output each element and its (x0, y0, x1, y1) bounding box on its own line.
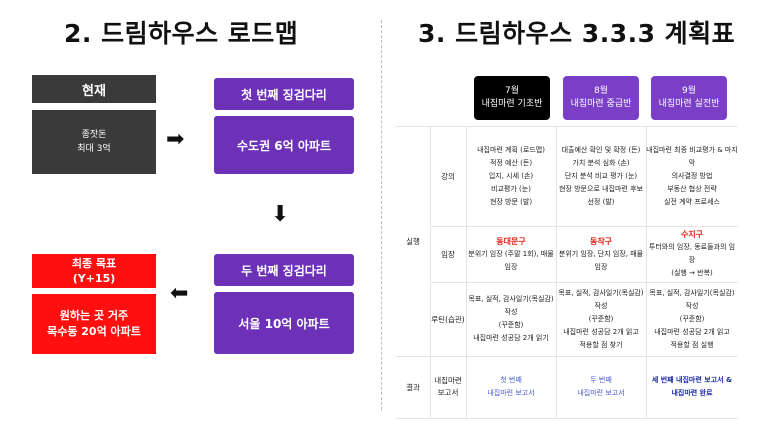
row-label-routine: 루틴(습관) (431, 314, 465, 324)
visit-cell-july: 동대문구 분위기 임장 (주말 1회), 매물 임장 (468, 236, 554, 271)
row-label-lecture: 강의 (441, 171, 455, 181)
row-line (396, 356, 738, 357)
month-header-9: 9월 내집마련 실전반 (651, 76, 727, 120)
col-line (430, 126, 431, 418)
arrow-right-icon: ➡ (166, 127, 185, 152)
routine-cell-september: 목표, 실적, 감사일기(목실감) 작성 (꾸준함) 내집마련 성공담 2개 읽… (649, 288, 735, 349)
lecture-cell-september: 내집마련 최종 비교평가 & 마지막 의사결정 방법 부동산 협상 전략 실전 … (646, 145, 738, 206)
step2-detail: 서울 10억 아파트 (214, 292, 354, 354)
group-label-execution: 실행 (406, 236, 420, 246)
row-label-visit: 임장 (441, 249, 455, 259)
routine-cell-july: 목표, 실적, 감사일기(목실감) 작성 (꾸준함) 내집마련 성공담 2개 읽… (468, 295, 554, 342)
visit-cell-september: 수지구 투터와의 임장, 동료들과의 임장 (실행 → 반복) (648, 230, 736, 277)
col-line (556, 126, 557, 418)
goal-detail: 원하는 곳 거주 목수동 20억 아파트 (32, 294, 156, 354)
lecture-cell-august: 대출예산 확인 및 확정 (돈) 가치 분석 심화 (손) 단지 분석 비교 평… (559, 145, 643, 206)
row-line (430, 282, 738, 283)
month-header-7: 7월 내집마련 기초반 (474, 76, 550, 120)
section-divider (381, 20, 382, 410)
arrow-left-icon: ⬅ (170, 281, 189, 306)
current-detail: 종잣돈 최대 3억 (32, 110, 156, 174)
report-cell-september: 세 번째 내집마련 보고서 & 내집마련 완료 (651, 376, 733, 397)
report-cell-july: 첫 번째 내집마련 보고서 (487, 376, 535, 397)
goal-label: 최종 목표 (Y+15) (32, 254, 156, 288)
row-line (430, 226, 738, 227)
step2-label: 두 번째 징검다리 (214, 254, 354, 286)
row-label-report: 내집마련 보고서 (434, 376, 462, 397)
row-line (396, 418, 738, 419)
step1-detail: 수도권 6억 아파트 (214, 116, 354, 174)
visit-cell-august: 동작구 분위기 임장, 단지 임장, 매물임장 (558, 236, 644, 271)
step1-label: 첫 번째 징검다리 (214, 78, 354, 110)
roadmap-title: 2. 드림하우스 로드맵 (64, 19, 299, 48)
routine-cell-august: 목표, 실적, 감사일기(목실감) 작성 (꾸준함) 내집마련 성공담 2개 읽… (558, 288, 644, 349)
plan-title: 3. 드림하우스 3.3.3 계획표 (418, 19, 736, 48)
row-line (396, 126, 738, 127)
col-line (646, 126, 647, 418)
lecture-cell-july: 내집마련 계획 (로드맵) 적정 예산 (돈) 입지, 시세 (손) 비교평가 … (477, 145, 545, 206)
col-line (466, 126, 467, 418)
report-cell-august: 두 번째 내집마련 보고서 (577, 376, 625, 397)
arrow-down-icon: ⬇ (271, 202, 290, 227)
group-label-result: 결과 (406, 382, 420, 392)
current-label: 현재 (32, 75, 156, 103)
month-header-8: 8월 내집마련 중급반 (563, 76, 639, 120)
